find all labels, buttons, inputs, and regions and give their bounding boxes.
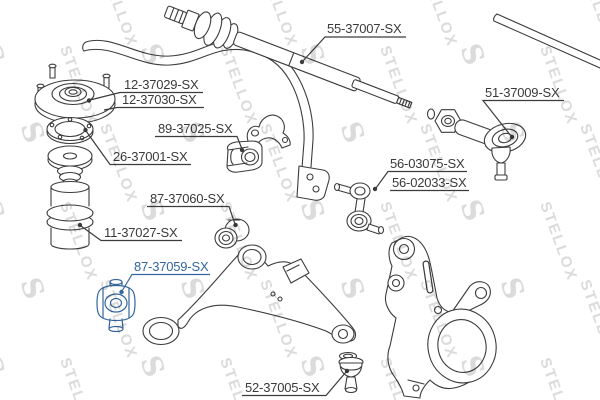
watermark-brand-text: STELLOX <box>376 44 420 128</box>
part-label-52-37005-sx[interactable]: 52-37005-SX <box>242 368 350 397</box>
control-arm-drawing <box>142 218 357 346</box>
steering-knuckle-drawing <box>384 235 497 399</box>
stabilizer-bushing-drawing <box>226 140 263 173</box>
part-label-56-03075-sx[interactable]: 56-03075-SX <box>372 156 467 192</box>
part-label-12-37030-sx[interactable]: 12-37030-SX <box>103 92 204 111</box>
watermark-brand-text: STELLOX <box>96 0 140 50</box>
watermark-logo-glyph: S <box>13 273 51 303</box>
part-label-55-37007-sx[interactable]: 55-37007-SX <box>299 21 406 65</box>
part-number-text[interactable]: 89-37025-SX <box>158 121 233 136</box>
part-number-text[interactable]: 51-37009-SX <box>485 85 560 100</box>
corner-rod-drawing <box>493 13 600 69</box>
watermark-brand-text: STELLOX <box>56 356 100 400</box>
watermark-logo-glyph: S <box>0 195 11 225</box>
part-label-87-37059-sx-highlighted[interactable]: 87-37059-SX <box>119 259 210 295</box>
part-number-text[interactable]: 55-37007-SX <box>327 21 402 36</box>
watermark-logo-glyph: S <box>0 39 11 69</box>
part-number-text[interactable]: 56-03075-SX <box>390 156 465 171</box>
part-label-89-37025-sx[interactable]: 89-37025-SX <box>155 121 245 153</box>
part-number-text[interactable]: 87-37060-SX <box>150 191 225 206</box>
ball-joint-drawing <box>338 351 364 394</box>
watermark-logo-glyph: S <box>0 351 11 381</box>
tie-rod-end-drawing <box>454 119 527 181</box>
part-label-12-37029-sx[interactable]: 12-37029-SX <box>86 77 203 103</box>
axial-rod-drawing <box>164 5 413 109</box>
highlighted-bushing-drawing <box>96 278 136 333</box>
part-label-11-37027-sx[interactable]: 11-37027-SX <box>77 222 182 242</box>
watermark-logo-glyph: S <box>333 117 371 147</box>
watermark-brand-text: STELLOX <box>536 200 580 284</box>
part-number-text[interactable]: 11-37027-SX <box>104 225 178 240</box>
part-label-51-37009-sx[interactable]: 51-37009-SX <box>481 85 564 140</box>
part-number-text-highlighted[interactable]: 87-37059-SX <box>134 259 209 274</box>
watermark-brand-text: STELLOX <box>216 44 260 128</box>
shock-boot-drawing <box>46 180 94 250</box>
watermark-brand-text: STELLOX <box>576 278 600 362</box>
spring-seat-drawing <box>47 145 93 186</box>
part-number-text[interactable]: 56-02033-SX <box>392 175 467 190</box>
strut-bearing-drawing <box>46 116 94 145</box>
watermark-logo-glyph: S <box>493 273 531 303</box>
stabilizer-link-drawing <box>333 182 385 235</box>
watermark-brand-text: STELLOX <box>576 122 600 206</box>
part-label-26-37001-sx[interactable]: 26-37001-SX <box>83 127 191 166</box>
part-number-text[interactable]: 12-37029-SX <box>124 77 199 92</box>
stabilizer-bar-drawing <box>82 39 330 201</box>
watermark-brand-text: STELLOX <box>536 356 580 400</box>
watermark-brand-text: STELLOX <box>416 0 460 50</box>
part-label-87-37060-sx[interactable]: 87-37060-SX <box>147 191 238 228</box>
watermark-logo-glyph: S <box>13 117 51 147</box>
exploded-view-drawing <box>34 5 600 399</box>
watermark-brand-text: STELLOX <box>576 0 600 50</box>
part-number-text[interactable]: 26-37001-SX <box>113 149 188 164</box>
part-number-text[interactable]: 52-37005-SX <box>245 380 320 395</box>
part-number-text[interactable]: 12-37030-SX <box>122 92 197 107</box>
watermark-logo-glyph: S <box>333 273 371 303</box>
stabilizer-bracket-drawing <box>246 114 291 149</box>
part-label-56-02033-sx[interactable]: 56-02033-SX <box>390 175 469 192</box>
strut-mount-drawing <box>34 63 116 124</box>
